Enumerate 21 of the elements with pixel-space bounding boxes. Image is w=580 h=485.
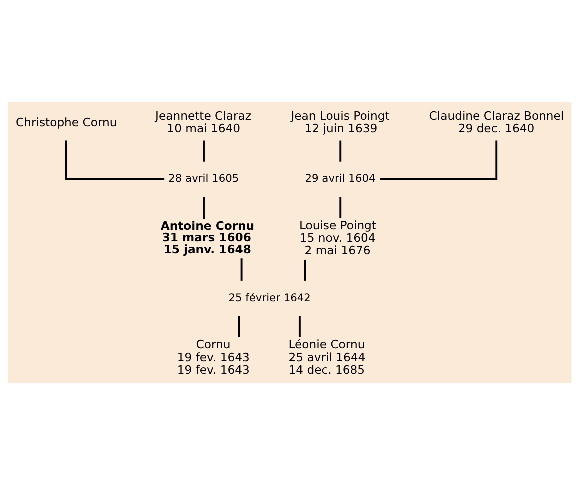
node-text: Cornu 19 fev. 1643 19 fev. 1643 bbox=[177, 338, 250, 377]
node-text: Louise Poingt 15 nov. 1604 2 mai 1676 bbox=[299, 218, 376, 258]
connector bbox=[340, 140, 342, 162]
connector bbox=[203, 197, 205, 220]
connector bbox=[203, 140, 205, 162]
node-text: Léonie Cornu 25 avril 1644 14 dec. 1685 bbox=[288, 338, 366, 377]
connector bbox=[65, 140, 165, 180]
node-text: 29 avril 1604 bbox=[305, 172, 376, 186]
node-text: 25 février 1642 bbox=[228, 291, 311, 304]
node-text: Christophe Cornu bbox=[16, 115, 118, 130]
connector bbox=[340, 197, 342, 218]
node-text: Jean Louis Poingt 12 juin 1639 bbox=[291, 109, 390, 136]
node-text: 28 avril 1605 bbox=[168, 172, 240, 186]
connector bbox=[240, 258, 243, 281]
connector bbox=[298, 316, 301, 338]
connector bbox=[380, 140, 498, 180]
node-text: Antoine Cornu 31 mars 1606 15 janv. 1648 bbox=[160, 219, 255, 256]
connector bbox=[238, 316, 240, 338]
node-text: Claudine Claraz Bonnel 29 dec. 1640 bbox=[429, 109, 564, 136]
node-text: Jeannette Claraz 10 mai 1640 bbox=[156, 109, 252, 136]
connector bbox=[304, 260, 306, 281]
